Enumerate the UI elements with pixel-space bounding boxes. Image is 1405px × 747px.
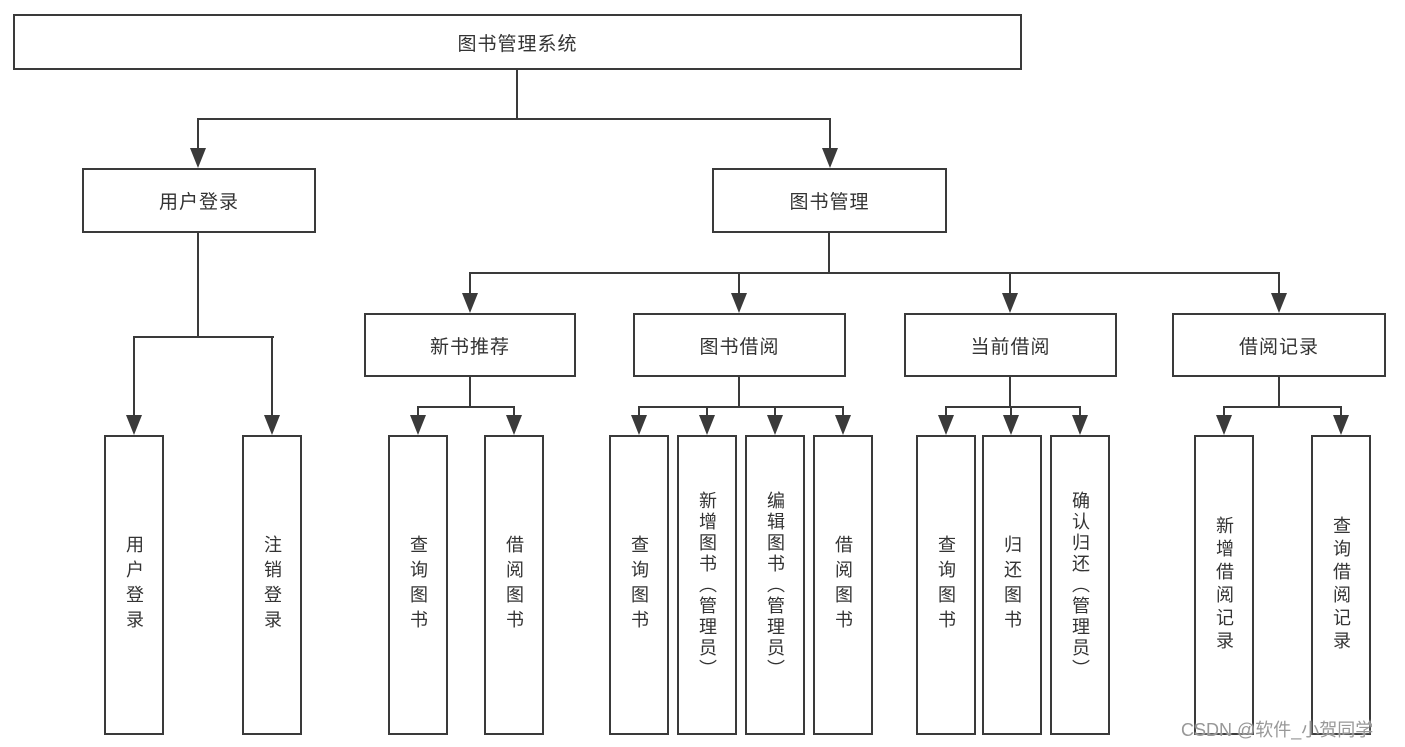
arrow-down-icon [767,415,783,435]
node-current-borrowing: 当前借阅 [904,313,1117,377]
arrow-down-icon [631,415,647,435]
connector-drop [1278,272,1280,296]
connector-root-drop-left [197,118,199,152]
arrow-down-icon [1003,415,1019,435]
node-book-borrowing: 图书借阅 [633,313,846,377]
node-borrowing-records: 借阅记录 [1172,313,1386,377]
connector-branch [945,406,1081,408]
connector-drop [1079,406,1081,418]
leaf-return-books: 归还图书 [982,435,1042,735]
connector-branch [1223,406,1342,408]
arrow-down-icon [506,415,522,435]
arrow-down-icon [1333,415,1349,435]
leaf-confirm-return-admin: 确认归还（管理员） [1050,435,1110,735]
arrow-down-icon [1216,415,1232,435]
arrow-down-icon [462,293,478,313]
arrow-down-icon [822,148,838,168]
leaf-query-borrow-record: 查询借阅记录 [1311,435,1371,735]
node-new-book-recommend: 新书推荐 [364,313,576,377]
arrow-down-icon [1072,415,1088,435]
arrow-down-icon [938,415,954,435]
connector-drop [417,406,419,418]
connector-stem [1009,377,1011,408]
connector-drop [1223,406,1225,418]
arrow-down-icon [190,148,206,168]
arrow-down-icon [731,293,747,313]
leaf-add-books-admin: 新增图书（管理员） [677,435,737,735]
connector-branch [417,406,515,408]
arrow-down-icon [835,415,851,435]
connector-stem [469,377,471,408]
arrow-down-icon [410,415,426,435]
leaf-query-books: 查询图书 [609,435,669,735]
connector-book-mgmt-branch [469,272,1280,274]
connector-drop [513,406,515,418]
connector-drop [1010,406,1012,418]
connector-drop [133,336,135,418]
connector-book-mgmt-stem [828,233,830,274]
connector-user-login-branch [133,336,274,338]
connector-user-login-stem [197,233,199,338]
node-user-login: 用户登录 [82,168,316,233]
connector-drop [1340,406,1342,418]
arrow-down-icon [699,415,715,435]
connector-drop [842,406,844,418]
leaf-add-borrow-record: 新增借阅记录 [1194,435,1254,735]
node-book-management: 图书管理 [712,168,947,233]
connector-root-branch [197,118,831,120]
leaf-user-login: 用户登录 [104,435,164,735]
node-library-management-system: 图书管理系统 [13,14,1022,70]
leaf-query-books: 查询图书 [916,435,976,735]
leaf-borrow-books: 借阅图书 [813,435,873,735]
leaf-edit-books-admin: 编辑图书（管理员） [745,435,805,735]
csdn-watermark: CSDN @软件_小贺同学 [1181,720,1374,740]
connector-drop [469,272,471,296]
connector-branch [638,406,844,408]
arrow-down-icon [126,415,142,435]
connector-root-stem [516,70,518,120]
arrow-down-icon [1002,293,1018,313]
connector-stem [738,377,740,408]
connector-drop [638,406,640,418]
connector-drop [945,406,947,418]
connector-drop [706,406,708,418]
connector-drop [774,406,776,418]
connector-root-drop-right [829,118,831,152]
arrow-down-icon [1271,293,1287,313]
connector-drop [738,272,740,296]
arrow-down-icon [264,415,280,435]
connector-stem [1278,377,1280,408]
connector-drop [271,336,273,418]
leaf-query-books: 查询图书 [388,435,448,735]
connector-drop [1009,272,1011,296]
leaf-borrow-books: 借阅图书 [484,435,544,735]
leaf-logout: 注销登录 [242,435,302,735]
